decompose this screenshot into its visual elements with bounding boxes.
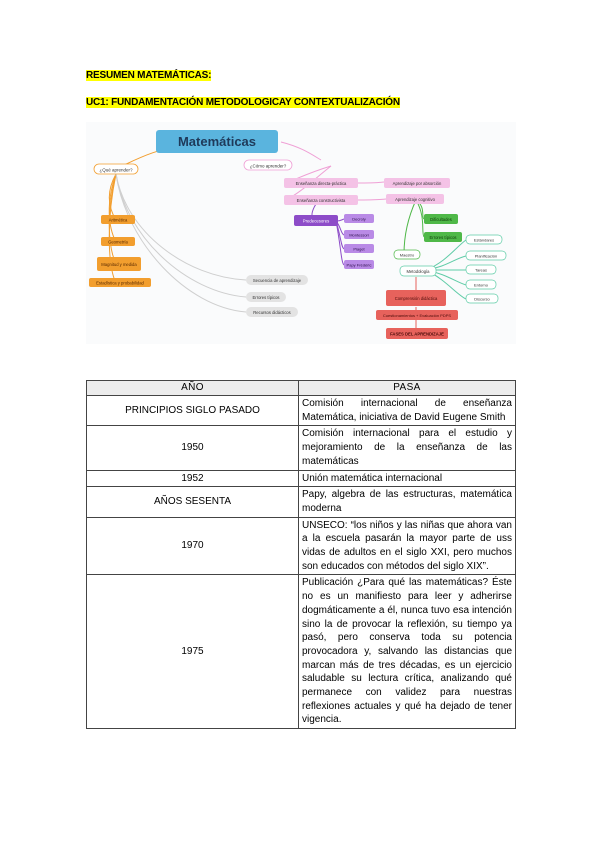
document-title: RESUMEN MATEMÁTICAS: (86, 70, 212, 81)
year-cell: 1970 (86, 516, 299, 576)
dificultades-node (424, 214, 458, 224)
metodo-item-label: Planificación (475, 254, 497, 259)
que-item-label: Geometría (108, 240, 128, 245)
event-cell: Comisión internacional para el estudio y… (298, 425, 516, 471)
year-cell: 1952 (86, 469, 299, 488)
fases-aprendizaje-node (386, 328, 448, 339)
comprension-didactica-node (386, 290, 446, 306)
que-item-node (101, 215, 135, 224)
mind-map-image: Matemáticas ¿Qué aprender? Aritmética Ge… (86, 122, 516, 344)
que-aprender-label: ¿Qué aprender? (99, 168, 133, 173)
event-cell: Publicación ¿Para qué las matemáticas? É… (298, 574, 516, 730)
aprendizaje-cognitivo-node (386, 194, 444, 204)
que-item-node (97, 257, 141, 271)
ensenanza-directa-label: Enseñanza directa-práctica (296, 181, 347, 186)
recursos-label: Recursos didácticos (253, 310, 290, 315)
secuencia-label: Secuencia de aprendizaje (253, 278, 302, 283)
metodo-item-label: Estándares (474, 238, 494, 243)
table-header-row: AÑO PASA (86, 380, 516, 396)
metodo-item-node (465, 264, 497, 275)
root-node (156, 130, 278, 153)
autor-node (344, 244, 374, 253)
table-row: 1970 UNSECO: “los niños y las niñas que … (86, 516, 516, 576)
year-cell: PRINCIPIOS SIGLO PASADO (86, 394, 299, 427)
dificultades-label: Dificultades (430, 217, 452, 222)
ensenanza-constructivista-label: Enseñanza constructivista (297, 198, 346, 203)
cuestionamientos-node (376, 310, 458, 320)
fases-aprendizaje-label: FASES DEL APRENDIZAJE (390, 332, 444, 337)
ensenanza-directa-node (284, 178, 358, 188)
root-node-label: Matemáticas (178, 134, 256, 149)
metodo-item-node (465, 279, 497, 290)
que-item-label: Estadística y probabilidad (96, 281, 144, 286)
year-cell: AÑOS SESENTA (86, 486, 299, 518)
metodo-item-label: Discurso (474, 297, 490, 302)
metodologia-node (399, 265, 437, 277)
como-aprender-node (243, 159, 293, 171)
aprendizaje-cognitivo-label: Aprendizaje cognitivo (395, 197, 435, 202)
year-cell: 1950 (86, 425, 299, 471)
event-cell: Unión matemática internacional (298, 469, 516, 488)
que-item-label: Magnitud y medida (101, 262, 137, 267)
table-row: 1975 Publicación ¿Para qué las matemátic… (86, 574, 516, 730)
que-item-node (101, 237, 135, 246)
autor-label: Montessori (349, 233, 369, 238)
autor-label: Piaget (353, 247, 365, 252)
autor-label: Papy Frédéric (347, 263, 372, 268)
recursos-node (246, 307, 298, 317)
history-table: AÑO PASA PRINCIPIOS SIGLO PASADO Comisió… (86, 380, 516, 730)
que-item-label: Aritmética (109, 218, 128, 223)
metodo-item-node (465, 250, 507, 261)
event-cell: UNSECO: “los niños y las niñas que ahora… (298, 516, 516, 576)
table-row: AÑOS SESENTA Papy, algebra de las estruc… (86, 486, 516, 518)
secuencia-node (246, 275, 308, 285)
document-subtitle: UC1: FUNDAMENTACIÓN METODOLOGICAY CONTEX… (86, 97, 400, 108)
aprendizaje-absorcion-label: Aprendizaje por absorción (393, 181, 442, 186)
table-row: 1950 Comisión internacional para el estu… (86, 425, 516, 471)
autor-node (344, 214, 374, 223)
metodo-item-label: Tareas (475, 268, 487, 273)
errores-tipicos-label: Errores típicos (430, 235, 457, 240)
metodo-item-node (465, 234, 503, 245)
year-cell: 1975 (86, 574, 299, 730)
maestro-label: Maestro (400, 253, 415, 258)
metodo-item-label: Entorno (474, 283, 489, 288)
metodo-item-node (465, 293, 499, 304)
cuestionamientos-label: Cuestionamientos + Evaluación PDPS (383, 313, 451, 318)
event-cell: Comisión internacional de enseñanza Mate… (298, 394, 516, 427)
table-row: 1952 Unión matemática internacional (86, 469, 516, 488)
predecesores-node (294, 215, 338, 226)
errores-tipicos-node (424, 232, 462, 242)
maestro-node (393, 249, 421, 260)
errores-label: Errores típicos (253, 295, 280, 300)
table-row: PRINCIPIOS SIGLO PASADO Comisión interna… (86, 394, 516, 427)
que-aprender-node (93, 163, 139, 175)
que-item-node (89, 278, 151, 287)
event-cell: Papy, algebra de las estructuras, matemá… (298, 486, 516, 518)
column-header-pasa: PASA (298, 380, 516, 396)
ensenanza-constructivista-node (284, 195, 358, 205)
metodologia-label: Metodología (406, 269, 430, 274)
autor-node (344, 230, 374, 239)
column-header-ano: AÑO (86, 380, 299, 396)
comprension-didactica-label: Comprensión didáctica (395, 296, 438, 301)
aprendizaje-absorcion-node (384, 178, 450, 188)
autor-node (344, 260, 374, 269)
autor-label: Decroly (352, 217, 366, 222)
errores-node (246, 292, 286, 302)
predecesores-label: Predecesores (303, 219, 330, 224)
como-aprender-label: ¿Cómo aprender? (250, 164, 287, 169)
